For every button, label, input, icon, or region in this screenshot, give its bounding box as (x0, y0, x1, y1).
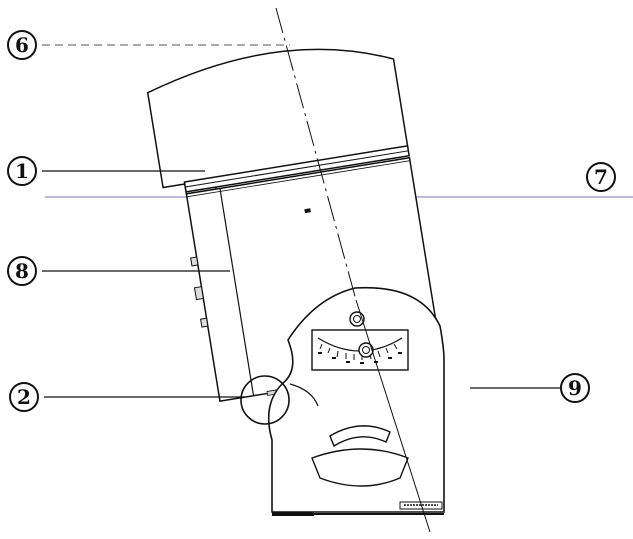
callout-6-label: 6 (15, 33, 29, 57)
callout-7: 7 (586, 162, 616, 192)
body-inner-edge (219, 188, 255, 396)
side-bolt-upper (190, 256, 199, 267)
side-bolt-middle (193, 286, 204, 301)
callout-7-label: 7 (594, 165, 608, 189)
callout-6: 6 (7, 30, 37, 60)
side-bolt-lower (200, 317, 209, 328)
callout-2-label: 2 (17, 385, 31, 409)
center-axis-lower (355, 299, 431, 533)
callout-1: 1 (7, 156, 37, 186)
callout-8: 8 (7, 256, 37, 286)
tilt-scale (311, 311, 409, 371)
center-axis (275, 7, 357, 301)
callout-9-label: 9 (568, 376, 582, 400)
lower-slot (311, 448, 409, 487)
upper-slot (329, 425, 391, 448)
callout-1-label: 1 (15, 159, 29, 183)
callout-8-label: 8 (15, 259, 29, 283)
detail-circle (240, 375, 290, 425)
callout-2: 2 (9, 382, 39, 412)
callout-9: 9 (560, 373, 590, 403)
